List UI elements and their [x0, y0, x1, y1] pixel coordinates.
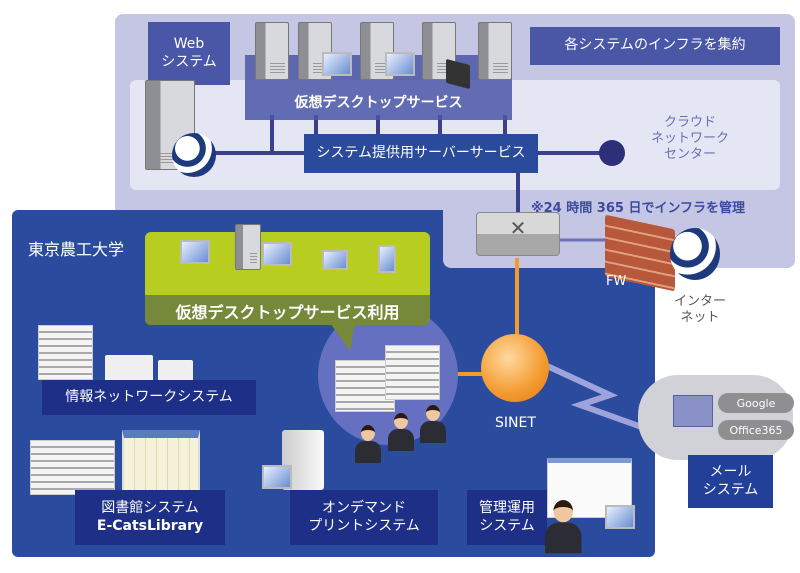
- infra-consolidation-label: 各システムのインフラを集約: [530, 27, 780, 65]
- desktop-pc-icon: [322, 52, 352, 76]
- administrator-icon: [545, 500, 582, 554]
- user-icon: [388, 413, 414, 451]
- network-switch-icon: ✕: [476, 212, 560, 256]
- office365-badge: Office365: [718, 420, 794, 440]
- center-label-line2: ネットワーク: [650, 130, 729, 146]
- google-badge: Google: [718, 393, 794, 413]
- server-icon: [255, 22, 289, 80]
- head: [394, 413, 408, 429]
- print-line2: プリントシステム: [308, 517, 420, 534]
- desktop-pc-icon: [385, 52, 415, 76]
- print-line1: オンデマンド: [322, 500, 406, 516]
- laptop-icon: [322, 250, 348, 270]
- admin-system-label: 管理運用 システム: [467, 490, 547, 545]
- body: [545, 522, 582, 554]
- factory-icon: [158, 360, 193, 382]
- callout-pointer: [330, 323, 355, 351]
- admin-line1: 管理運用: [479, 500, 535, 516]
- fw-label: FW: [606, 274, 627, 289]
- web-system-line2: システム: [161, 53, 217, 70]
- head: [553, 500, 573, 523]
- web-server-icon: [145, 80, 195, 170]
- library-line2: E-CatsLibrary: [96, 517, 204, 534]
- university-panel-right: [443, 268, 655, 288]
- web-system-label: Web システム: [148, 22, 230, 85]
- server-icon: [235, 224, 261, 270]
- university-name: 東京農工大学: [28, 240, 125, 259]
- factory-icon: [105, 355, 153, 383]
- server-icon: [422, 22, 456, 80]
- library-building-icon: [30, 440, 115, 495]
- library-system-label: 図書館システム E-CatsLibrary: [75, 490, 225, 545]
- library-line1: 図書館システム: [101, 500, 199, 516]
- server-service-label: システム提供用サーバーサービス: [304, 134, 538, 173]
- head: [426, 405, 440, 421]
- sinet-label: SINET: [495, 415, 536, 431]
- user-icon: [355, 425, 381, 463]
- vdi-service-label: 仮想デスクトップサービス: [294, 95, 463, 111]
- desktop-pc-icon: [262, 465, 292, 489]
- head: [361, 425, 375, 441]
- server-icon: [478, 22, 512, 80]
- campus-building-icon: [385, 345, 440, 400]
- tablet-icon: [378, 245, 396, 273]
- internet-label: インター ネット: [660, 290, 740, 330]
- internet-line1: インター: [673, 293, 726, 309]
- body: [355, 441, 381, 463]
- management-note: ※24 時間 365 日でインフラを管理: [531, 201, 746, 216]
- print-system-label: オンデマンド プリントシステム: [290, 490, 438, 545]
- internet-globe-icon: [670, 228, 720, 280]
- mail-system-label: メール システム: [688, 455, 773, 508]
- desktop-pc-icon: [605, 505, 635, 529]
- desktop-pc-icon: [180, 240, 210, 264]
- internet-line2: ネット: [680, 310, 720, 325]
- mail-line1: メール: [709, 464, 752, 480]
- mail-link: [543, 362, 652, 433]
- body: [388, 429, 414, 451]
- body: [420, 421, 446, 443]
- vdi-usage-label: 仮想デスクトップサービス利用: [175, 303, 400, 322]
- envelope-icon: [673, 395, 713, 427]
- mail-line2: システム: [702, 481, 759, 498]
- internet-globe-icon: [172, 133, 216, 177]
- user-icon: [420, 405, 446, 443]
- center-label-line3: センター: [663, 147, 716, 163]
- info-network-label: 情報ネットワークシステム: [42, 380, 256, 415]
- center-label-line1: クラウド: [663, 114, 716, 130]
- server-icon: [360, 22, 394, 80]
- network-node: [599, 140, 625, 166]
- web-system-line1: Web: [173, 36, 205, 52]
- sinet-globe-icon: [481, 334, 549, 402]
- info-network-building-icon: [38, 325, 93, 380]
- desktop-pc-icon: [262, 242, 292, 266]
- admin-line2: システム: [479, 517, 535, 534]
- vdi-usage-band: [145, 295, 430, 325]
- cloud-center-name: クラウド ネットワーク センター: [640, 108, 740, 170]
- mail-cloud-icon: [638, 375, 793, 460]
